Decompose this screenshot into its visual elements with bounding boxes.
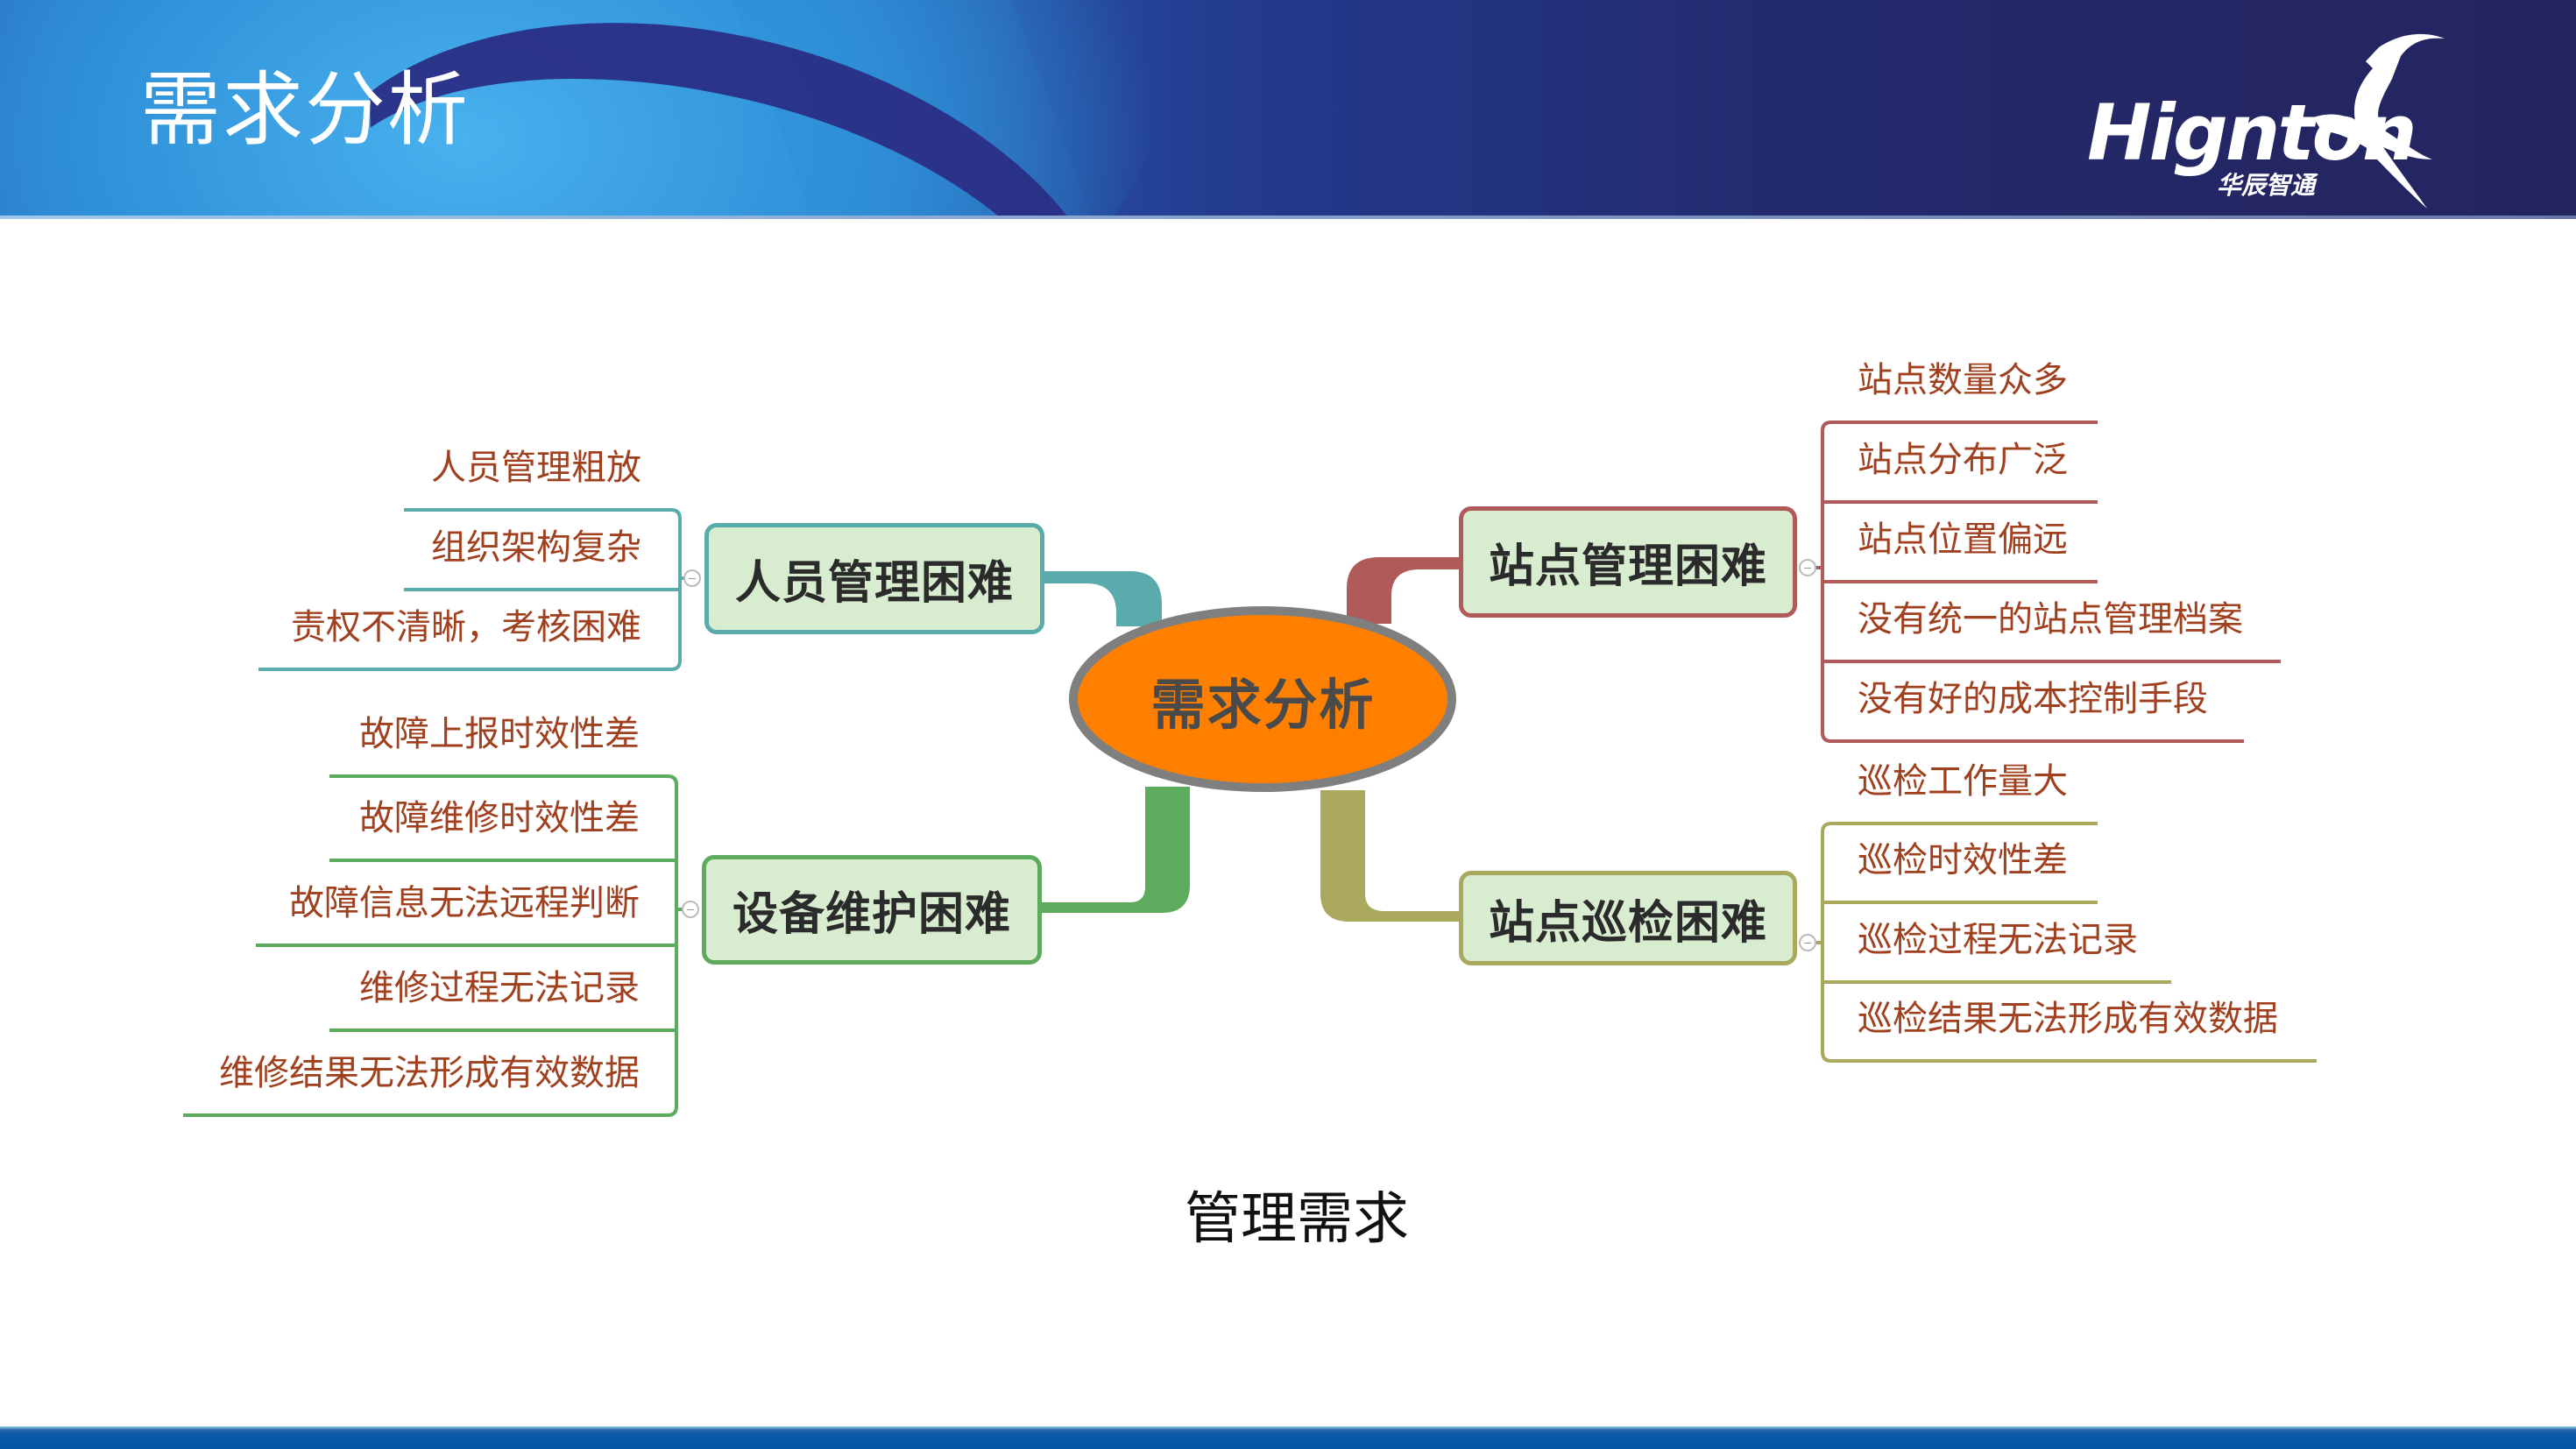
company-logo: Hignton 华辰智通 bbox=[2077, 26, 2445, 210]
brand-name: Hignton bbox=[2087, 88, 2417, 178]
center-node[interactable]: 需求分析 bbox=[1150, 672, 1376, 737]
diagram-caption: 管理需求 bbox=[1185, 1187, 1409, 1252]
leaf-equipment-3[interactable]: 故障信息无法远程判断 bbox=[289, 883, 640, 923]
leaf-site-management-2[interactable]: 站点分布广泛 bbox=[1858, 440, 2068, 480]
leaf-site-inspection-2[interactable]: 巡检时效性差 bbox=[1858, 840, 2068, 880]
leaf-site-management-3[interactable]: 站点位置偏远 bbox=[1858, 520, 2068, 560]
leaf-personnel-3[interactable]: 责权不清晰，考核困难 bbox=[291, 607, 641, 647]
header-banner bbox=[0, 0, 2576, 219]
branch-node-site-management[interactable]: 站点管理困难 bbox=[1459, 506, 1797, 618]
leaf-site-management-5[interactable]: 没有好的成本控制手段 bbox=[1858, 679, 2208, 719]
collapse-toggle-site-inspection[interactable] bbox=[1799, 934, 1816, 951]
leaf-site-inspection-4[interactable]: 巡检结果无法形成有效数据 bbox=[1858, 999, 2278, 1039]
branch-node-site-inspection[interactable]: 站点巡检困难 bbox=[1459, 871, 1797, 965]
slide-title: 需求分析 bbox=[140, 66, 471, 155]
leaf-site-management-4[interactable]: 没有统一的站点管理档案 bbox=[1858, 599, 2243, 640]
leaf-site-management-1[interactable]: 站点数量众多 bbox=[1858, 360, 2068, 400]
footer-bar bbox=[0, 1426, 2576, 1449]
collapse-toggle-equipment[interactable] bbox=[682, 901, 699, 918]
branch-node-equipment[interactable]: 设备维护困难 bbox=[702, 855, 1042, 965]
leaf-personnel-1[interactable]: 人员管理粗放 bbox=[431, 448, 641, 488]
leaf-equipment-4[interactable]: 维修过程无法记录 bbox=[359, 968, 640, 1008]
collapse-toggle-site-management[interactable] bbox=[1799, 559, 1816, 576]
antelope-icon bbox=[2313, 33, 2445, 209]
brand-name-cn: 华辰智通 bbox=[2217, 171, 2316, 200]
branch-node-personnel[interactable]: 人员管理困难 bbox=[704, 523, 1044, 634]
collapse-toggle-personnel[interactable] bbox=[683, 569, 701, 587]
header-divider bbox=[0, 216, 2576, 219]
leaf-equipment-1[interactable]: 故障上报时效性差 bbox=[359, 714, 640, 754]
leaf-site-inspection-3[interactable]: 巡检过程无法记录 bbox=[1858, 920, 2138, 960]
leaf-personnel-2[interactable]: 组织架构复杂 bbox=[431, 527, 641, 568]
leaf-equipment-2[interactable]: 故障维修时效性差 bbox=[359, 798, 640, 838]
leaf-equipment-5[interactable]: 维修结果无法形成有效数据 bbox=[219, 1053, 640, 1093]
leaf-site-inspection-1[interactable]: 巡检工作量大 bbox=[1858, 761, 2068, 802]
center-node-shape bbox=[1069, 606, 1456, 792]
